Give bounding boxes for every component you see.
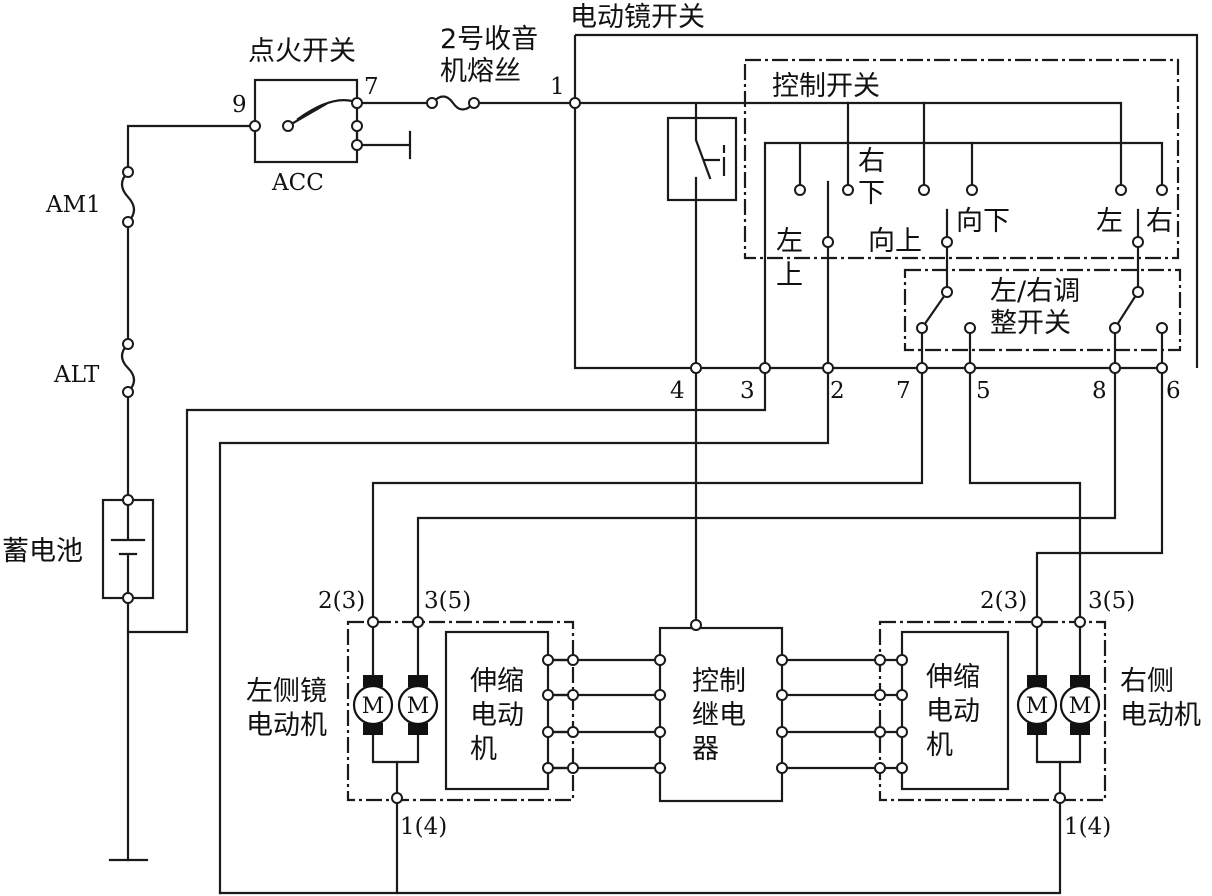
- relay-contact: [666, 116, 738, 202]
- pin-sw-2: 2: [830, 378, 845, 404]
- fuse-alt: [120, 342, 136, 394]
- motor-symbol-right-2: M: [1069, 694, 1092, 719]
- label-retract-motor-right: 伸缩电动机: [926, 662, 980, 761]
- pin-ign-9: 9: [232, 92, 247, 118]
- motor-symbol-left-1: M: [362, 694, 385, 719]
- pin-rm-3-5: 3(5): [1088, 588, 1135, 614]
- pin-rm-2-3: 2(3): [980, 588, 1027, 614]
- pin-sw-5: 5: [976, 378, 991, 404]
- terminals: [122, 97, 1168, 804]
- pin-sw-4: 4: [670, 378, 685, 404]
- control-switch-box: [743, 58, 1180, 260]
- ignition-switch: [253, 78, 412, 164]
- pin-sw-3: 3: [740, 378, 755, 404]
- pin-rm-1-4: 1(4): [1064, 814, 1111, 840]
- pin-sw-8: 8: [1092, 378, 1107, 404]
- pin-sw-1: 1: [550, 74, 565, 100]
- mirror-switch-box: [573, 33, 1199, 368]
- label-ignition-switch: 点火开关: [248, 36, 356, 67]
- label-dir-left-up: 左上: [776, 226, 803, 291]
- motor-symbol-left-2: M: [407, 694, 430, 719]
- right-motor-assembly: [878, 620, 1107, 802]
- left-motor-assembly: [346, 620, 575, 802]
- label-dir-up: 向上: [868, 226, 922, 257]
- pin-sw-7: 7: [896, 378, 911, 404]
- motor-symbol-right-1: M: [1026, 694, 1049, 719]
- label-dir-left: 左: [1096, 206, 1123, 237]
- control-relay: [658, 626, 784, 803]
- pin-lm-2-3: 2(3): [318, 588, 365, 614]
- lr-adjust-switch-box: [903, 268, 1182, 352]
- labels: 点火开关 ACC 2号收音机熔丝 电动镜开关 控制开关 蓄电池 AM1 ALT …: [2, 2, 1201, 840]
- label-mirror-switch: 电动镜开关: [570, 2, 705, 33]
- label-right-mirror-motor: 右侧电动机: [1120, 666, 1201, 731]
- lr-adjust-contacts: [920, 290, 1140, 330]
- pin-ign-7: 7: [364, 74, 379, 100]
- label-control-switch: 控制开关: [772, 71, 880, 102]
- pin-lm-3-5: 3(5): [424, 588, 471, 614]
- label-dir-right: 右: [1146, 206, 1173, 237]
- label-retract-motor-left: 伸缩电动机: [470, 666, 524, 765]
- label-dir-down: 向下: [956, 206, 1010, 237]
- label-battery: 蓄电池: [2, 536, 83, 567]
- label-fuse-alt: ALT: [53, 362, 100, 388]
- label-dir-right-down: 右下: [858, 146, 885, 209]
- label-control-relay: 控制继电器: [692, 666, 746, 765]
- label-fuse-am1: AM1: [45, 192, 101, 218]
- label-left-mirror-motor: 左侧镜电动机: [246, 676, 327, 741]
- pin-sw-6: 6: [1166, 378, 1181, 404]
- fuse-am1: [120, 170, 136, 224]
- label-lr-adjust-switch: 左/右调整开关: [990, 276, 1080, 339]
- label-acc: ACC: [271, 170, 324, 196]
- battery: [101, 498, 155, 600]
- label-fuse-radio: 2号收音机熔丝: [440, 24, 538, 87]
- fuse-radio: [430, 95, 476, 111]
- pin-lm-1-4: 1(4): [400, 814, 447, 840]
